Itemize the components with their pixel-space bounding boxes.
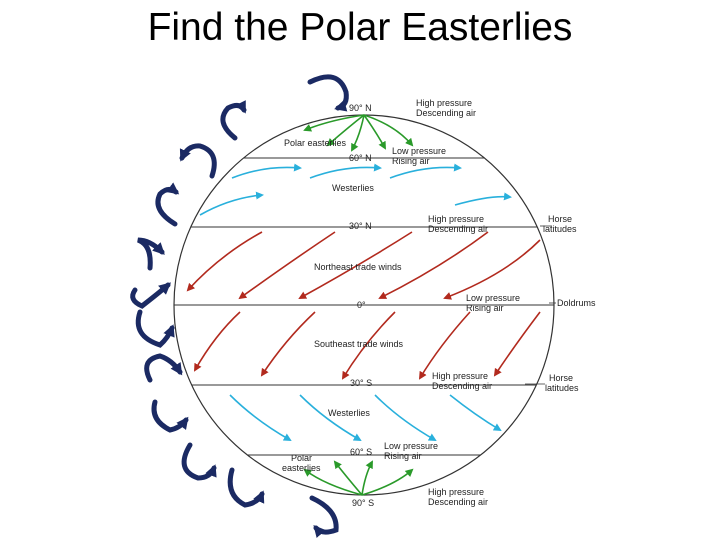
wind-label-polar-easterlies-s-line1: Polar — [291, 453, 312, 463]
lat-label-eq: 0° — [357, 300, 366, 310]
cell-arrow-4 — [158, 189, 176, 224]
cell-arrow-9 — [154, 402, 186, 430]
wind-label-westerlies-s: Westerlies — [328, 408, 370, 418]
pressure-label-s90-line1: High pressure — [428, 487, 484, 497]
westerly-arrow-n2 — [310, 167, 380, 178]
horse-latitudes-s-line1: Horse — [549, 373, 573, 383]
horse-latitudes-n-line1: Horse — [548, 214, 572, 224]
lat-label-60s: 60° S — [350, 447, 372, 457]
pressure-label-n60-line1: Low pressure — [392, 146, 446, 156]
se-trade-arrow-5 — [495, 312, 540, 375]
se-trade-arrow-1 — [195, 312, 240, 370]
horse-latitudes-n-line2: latitudes — [543, 224, 577, 234]
polar-easterly-arrow-n4 — [364, 115, 385, 148]
pressure-label-n90-line2: Descending air — [416, 108, 476, 118]
westerly-arrow-n5 — [455, 197, 510, 205]
polar-easterly-arrow-s1 — [305, 470, 362, 495]
wind-label-ne-trades: Northeast trade winds — [314, 262, 402, 272]
se-trade-arrow-4 — [420, 312, 470, 378]
lat-label-30s: 30° S — [350, 378, 372, 388]
ne-trade-arrow-1 — [188, 232, 262, 290]
cell-arrow-1 — [310, 77, 346, 108]
lat-label-30n: 30° N — [349, 221, 372, 231]
cell-arrow-7 — [138, 312, 172, 345]
wind-label-polar-easterlies-n: Polar easterlies — [284, 138, 347, 148]
pressure-label-s30-line1: High pressure — [432, 371, 488, 381]
pressure-label-eq-line2: Rising air — [466, 303, 504, 313]
westerly-arrow-n1 — [232, 167, 300, 178]
pressure-label-n90-line1: High pressure — [416, 98, 472, 108]
lat-label-90s: 90° S — [352, 498, 374, 508]
horse-latitudes-s-line2: latitudes — [545, 383, 579, 393]
pressure-label-s30-line2: Descending air — [432, 381, 492, 391]
pressure-label-s60-line2: Rising air — [384, 451, 422, 461]
se-trade-arrow-2 — [262, 312, 315, 375]
wind-label-westerlies-n: Westerlies — [332, 183, 374, 193]
cell-arrow-2 — [223, 105, 244, 138]
pressure-label-eq-line1: Low pressure — [466, 293, 520, 303]
polar-easterly-arrow-s2 — [335, 462, 362, 495]
polar-easterly-arrow-s3 — [362, 462, 372, 495]
westerly-arrow-n4 — [200, 195, 262, 215]
pressure-label-s90-line2: Descending air — [428, 497, 488, 507]
westerly-arrow-s4 — [450, 395, 500, 430]
cell-arrow-8 — [147, 356, 180, 380]
wind-label-polar-easterlies-s-line2: easterlies — [282, 463, 321, 473]
pressure-label-n60-line2: Rising air — [392, 156, 430, 166]
cell-arrow-12 — [312, 498, 336, 532]
polar-easterly-arrow-s4 — [362, 470, 412, 495]
cell-arrow-5 — [138, 240, 162, 268]
westerly-arrow-s3 — [375, 395, 435, 440]
cell-arrow-6 — [133, 285, 168, 306]
cell-arrow-11 — [230, 470, 262, 505]
cell-arrow-3 — [182, 146, 214, 176]
lat-label-90n: 90° N — [349, 103, 372, 113]
westerly-arrow-s1 — [230, 395, 290, 440]
ne-trade-arrow-5 — [445, 240, 540, 298]
lat-label-60n: 60° N — [349, 153, 372, 163]
pressure-label-n30-line1: High pressure — [428, 214, 484, 224]
pressure-label-s60-line1: Low pressure — [384, 441, 438, 451]
wind-label-se-trades: Southeast trade winds — [314, 339, 404, 349]
pressure-label-n30-line2: Descending air — [428, 224, 488, 234]
doldrums-label: Doldrums — [557, 298, 596, 308]
cell-arrow-10 — [184, 445, 214, 478]
westerly-arrow-n3 — [390, 167, 460, 178]
